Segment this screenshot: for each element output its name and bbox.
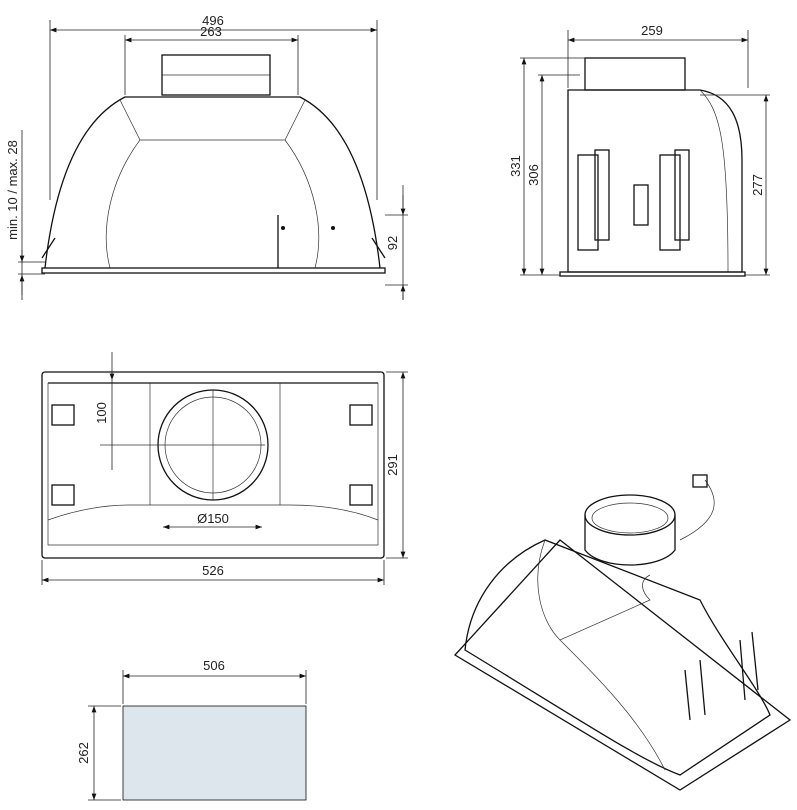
dim-height-277: 277 — [750, 174, 765, 196]
dim-mount-range: min. 10 / max. 28 — [5, 140, 20, 240]
front-view: 496 263 min. 10 / max. 28 92 — [5, 13, 408, 300]
dim-cutout-262: 262 — [76, 742, 91, 764]
cutout-view: 506 262 — [76, 658, 307, 801]
cutout-rect — [122, 705, 307, 801]
dim-width-496: 496 — [202, 13, 224, 28]
dim-diameter-150: Ø150 — [197, 511, 229, 526]
dim-offset-100: 100 — [94, 402, 109, 424]
dim-depth-291: 291 — [385, 454, 400, 476]
isometric-view — [453, 474, 792, 791]
dim-height-306: 306 — [526, 164, 541, 186]
side-view: 259 331 306 277 — [508, 23, 770, 277]
dim-height-331: 331 — [508, 155, 523, 177]
dim-cutout-506: 506 — [203, 658, 225, 673]
dim-lower-92: 92 — [385, 236, 400, 250]
dim-outlet-263: 263 — [200, 24, 222, 39]
dim-width-526: 526 — [202, 563, 224, 578]
dim-depth-259: 259 — [641, 23, 663, 38]
top-view: 526 291 100 Ø150 — [41, 352, 408, 585]
